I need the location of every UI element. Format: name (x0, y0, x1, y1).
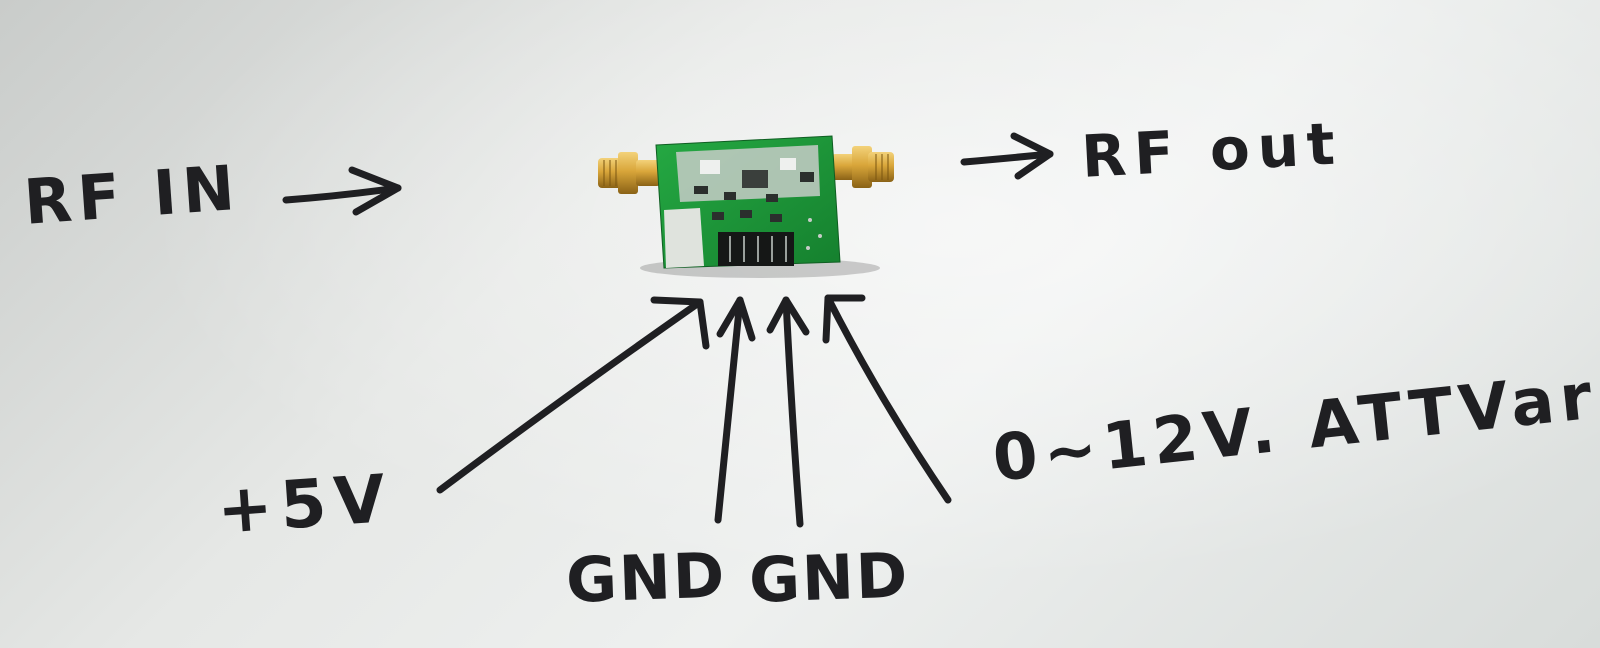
gnd-left-label: GND (564, 538, 728, 617)
attenuation-arrow (822, 294, 952, 504)
rf-in-arrow (282, 166, 402, 216)
sma-connector-input (598, 152, 660, 194)
pcb-board (655, 135, 841, 269)
rf-out-arrow (960, 132, 1054, 180)
sma-connector-output (832, 146, 894, 188)
rf-out-label: RF out (1079, 109, 1345, 191)
plus-5v-arrow (436, 296, 710, 494)
gnd-right-arrow (766, 296, 810, 528)
gnd-right-label: GND (747, 538, 911, 617)
plus-5v-label: +5V (214, 459, 396, 549)
rf-in-label: RF IN (21, 150, 243, 239)
gnd-left-arrow (714, 296, 756, 524)
